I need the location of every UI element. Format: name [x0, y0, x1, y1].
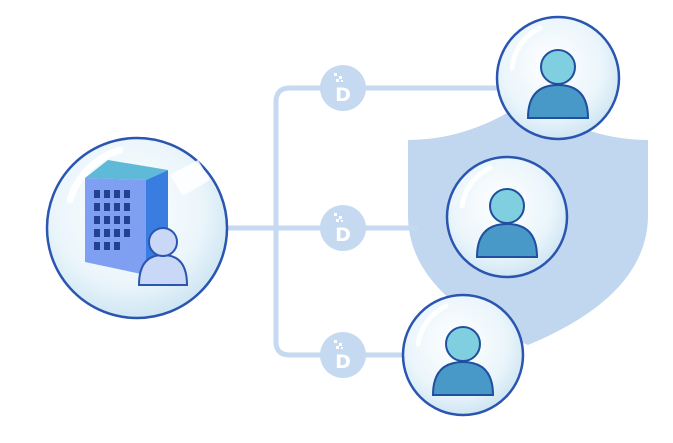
- dataspace-badge-3: D: [320, 332, 366, 378]
- badge-letter: D: [335, 351, 351, 373]
- user-node-2: [445, 155, 569, 279]
- badge-letter: D: [335, 224, 351, 246]
- user-node-1: [495, 15, 621, 141]
- badge-letter: D: [335, 84, 351, 106]
- dataspace-d-logo-icon: D: [334, 213, 351, 246]
- building-windows: [94, 190, 130, 250]
- person-icon: [526, 49, 590, 119]
- person-icon: [431, 326, 495, 396]
- person-icon: [475, 188, 539, 258]
- dataspace-d-logo-icon: D: [334, 73, 351, 106]
- organization-node: [45, 136, 229, 320]
- dataspace-badge-1: D: [320, 65, 366, 111]
- user-node-3: [401, 293, 525, 417]
- dataspace-d-logo-icon: D: [334, 340, 351, 373]
- person-icon: [137, 227, 189, 286]
- dataspace-badge-2: D: [320, 205, 366, 251]
